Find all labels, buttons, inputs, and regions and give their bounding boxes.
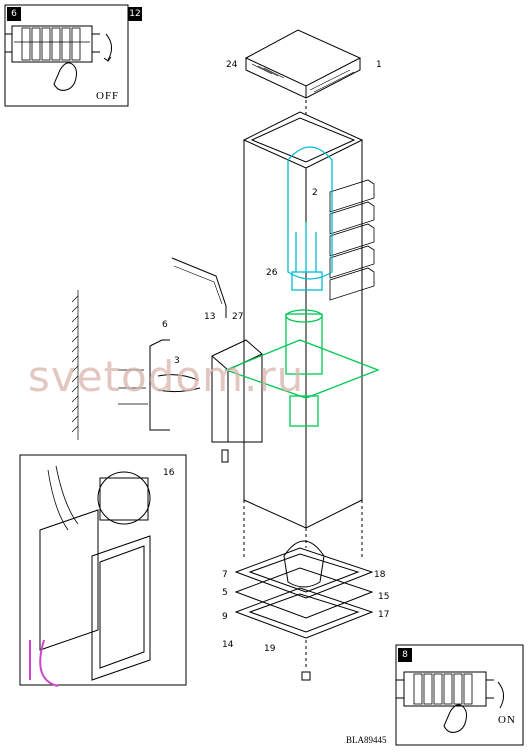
callout-9: 9: [222, 612, 228, 622]
inset-on-box: [395, 644, 524, 746]
inset-off-state-label: OFF: [96, 90, 120, 102]
callout-6: 6: [162, 320, 168, 330]
lid: [244, 29, 362, 116]
inset-off-box: [4, 4, 129, 107]
inset-off-step-marker-alt: 12: [128, 7, 142, 21]
inset-on-step-marker: 8: [398, 648, 412, 662]
inset-off-step-marker: 6: [7, 7, 21, 21]
callout-13: 13: [204, 312, 216, 322]
callout-19: 19: [264, 644, 276, 654]
detail-inset: [19, 454, 187, 687]
drawing-code: BLA89445: [346, 735, 387, 745]
watermark: svetodom.ru: [28, 352, 305, 401]
callout-15: 15: [378, 592, 390, 602]
callout-16: 16: [163, 468, 175, 478]
base-frames: [234, 500, 374, 681]
callout-17: 17: [378, 610, 390, 620]
callout-26: 26: [266, 268, 278, 278]
callout-3: 3: [174, 356, 180, 366]
callout-2: 2: [312, 188, 318, 198]
lamp-bulb: [287, 146, 333, 291]
callout-14: 14: [222, 640, 234, 650]
callout-27: 27: [232, 312, 244, 322]
callout-7: 7: [222, 570, 228, 580]
column-body: [242, 111, 375, 529]
inset-on-state-label: ON: [498, 714, 516, 726]
callout-24: 24: [226, 60, 238, 70]
callout-1: 1: [376, 60, 382, 70]
wall-bracket: [118, 257, 227, 431]
callout-5: 5: [222, 588, 228, 598]
wall: [71, 290, 79, 440]
lamp-socket: [224, 309, 380, 427]
callout-18: 18: [374, 570, 386, 580]
